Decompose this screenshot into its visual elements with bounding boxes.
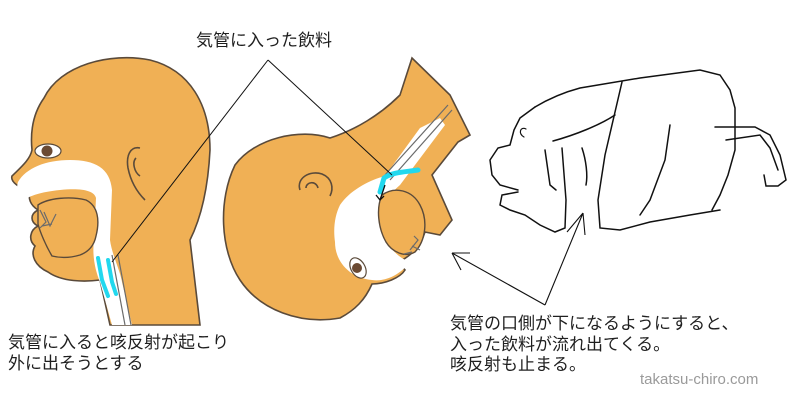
pointer-lines <box>111 59 393 263</box>
kneeling-person-figure <box>489 69 787 233</box>
upright-teeth <box>39 209 57 229</box>
direction-arrows <box>451 212 586 306</box>
right-caption-line-1: 気管の口側が下になるようにすると、 <box>450 314 739 334</box>
upright-pupil <box>41 145 53 157</box>
tilted-pupil <box>352 263 362 273</box>
right-caption-line-3: 咳反射も止まる。 <box>450 355 586 376</box>
tilted-trachea-lines <box>384 104 453 181</box>
upright-head-figure <box>10 56 211 326</box>
upright-ear <box>126 146 146 201</box>
tilted-head-skin <box>222 56 472 321</box>
trachea-liquid-label: 気管に入った飲料 <box>196 31 332 51</box>
tilted-tongue <box>377 189 426 256</box>
tilted-airway <box>334 118 445 281</box>
right-caption-line-2: 入った飲料が流れ出てくる。 <box>450 334 671 355</box>
site-watermark: takatsu-chiro.com <box>640 371 759 388</box>
arrow-to-person <box>544 212 586 306</box>
tilted-teeth <box>403 235 421 255</box>
tilted-ear <box>298 172 333 197</box>
right-caption: 気管の口側が下になるようにすると、 入った飲料が流れ出てくる。 咳反射も止まる。 <box>450 314 739 376</box>
upright-tongue <box>37 197 99 259</box>
arrow-to-head <box>451 252 546 306</box>
left-caption-line-2: 外に出そうとする <box>8 353 144 374</box>
upright-trachea-lines <box>111 254 132 326</box>
upright-liquid <box>96 256 118 298</box>
left-caption-line-1: 気管に入ると咳反射が起こり <box>8 333 229 353</box>
flow-arrow-icon <box>375 184 386 201</box>
tilted-liquid <box>377 167 421 195</box>
tilted-head-figure <box>222 56 472 321</box>
left-caption: 気管に入ると咳反射が起こり 外に出そうとする <box>8 333 229 374</box>
